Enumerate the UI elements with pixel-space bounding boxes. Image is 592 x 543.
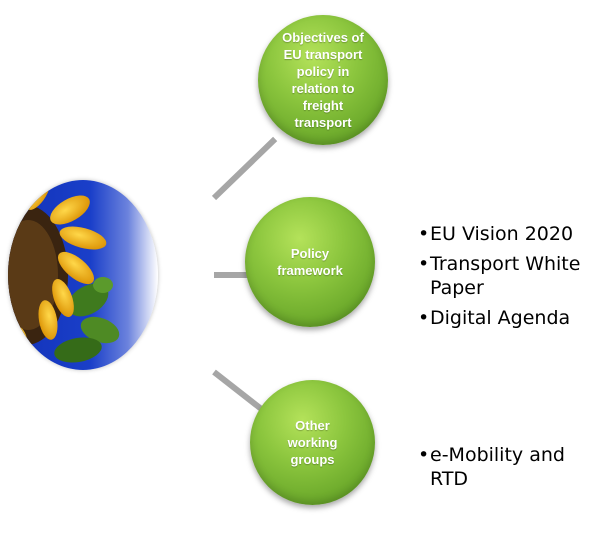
list-item-text: Transport White Paper bbox=[430, 253, 581, 299]
list-item-text: Digital Agenda bbox=[430, 307, 571, 329]
connector-line-2 bbox=[214, 272, 250, 278]
bullet-icon: • bbox=[418, 307, 430, 329]
list-item: •e-Mobility and RTD bbox=[418, 443, 590, 491]
other-working-groups-items: •e-Mobility and RTD bbox=[418, 443, 590, 497]
list-item-text: e-Mobility and RTD bbox=[430, 444, 565, 490]
sunflower-image bbox=[8, 180, 158, 370]
list-item-text: EU Vision 2020 bbox=[430, 223, 574, 245]
objectives-node-label: Objectives of EU transport policy in rel… bbox=[282, 30, 364, 130]
connector-line-1 bbox=[211, 136, 278, 201]
list-item: •EU Vision 2020 bbox=[418, 222, 590, 246]
list-item: •Transport White Paper bbox=[418, 252, 590, 300]
other-working-groups-node: Other working groups bbox=[250, 380, 375, 505]
policy-framework-items: •EU Vision 2020 •Transport White Paper •… bbox=[418, 222, 590, 336]
list-item: •Digital Agenda bbox=[418, 306, 590, 330]
other-working-groups-node-label: Other working groups bbox=[287, 418, 338, 467]
bullet-icon: • bbox=[418, 253, 430, 275]
bullet-icon: • bbox=[418, 223, 430, 245]
policy-framework-node-label: Policy framework bbox=[277, 246, 343, 278]
objectives-node: Objectives of EU transport policy in rel… bbox=[258, 15, 388, 145]
bullet-icon: • bbox=[418, 444, 430, 466]
policy-framework-node: Policy framework bbox=[245, 197, 375, 327]
